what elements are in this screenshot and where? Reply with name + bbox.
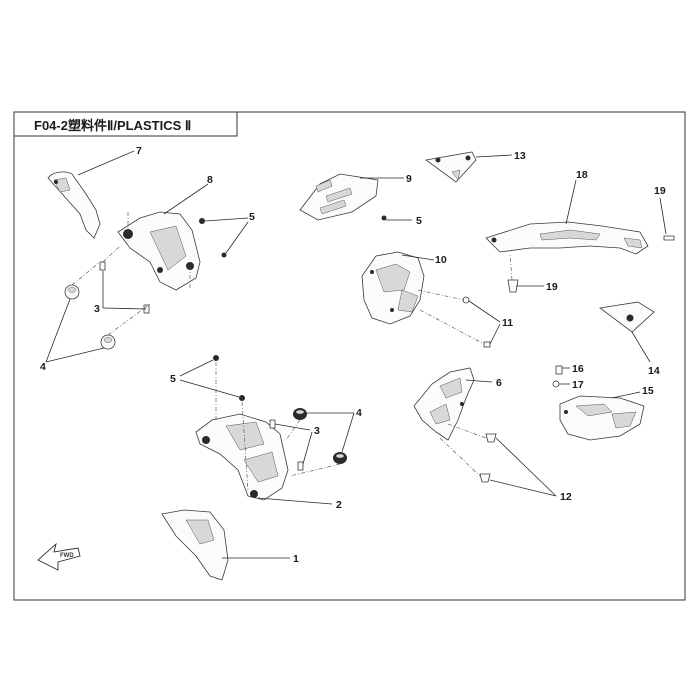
part-7-bracket: [47, 171, 101, 239]
callout-16: 16: [572, 363, 584, 375]
callout-1: 1: [293, 553, 299, 565]
part-8-side-panel: [117, 211, 201, 291]
part-15-cover: [559, 395, 645, 441]
callout-4-upper: 4: [40, 361, 46, 373]
callout-17: 17: [572, 379, 584, 391]
grommet-4-lower: [293, 408, 347, 464]
screw-12a: [485, 433, 497, 443]
grommet-4-upper: [64, 284, 116, 350]
callout-2: 2: [336, 499, 342, 511]
callout-14: 14: [648, 365, 660, 377]
callout-9: 9: [406, 173, 412, 185]
part-2-lower-panel: [195, 413, 289, 501]
callout-19-lower: 19: [546, 281, 558, 293]
fwd-arrow-icon: FWD: [37, 542, 81, 571]
fastener-5d: [213, 355, 219, 361]
part-14-plate: [599, 301, 655, 333]
screw-19-right: [663, 235, 675, 241]
part-13-cover: [425, 151, 477, 183]
callout-7: 7: [136, 145, 142, 157]
diagram-frame: [13, 111, 686, 601]
callout-12: 12: [560, 491, 572, 503]
diagram-title: F04-2塑料件Ⅱ/PLASTICS Ⅱ: [34, 118, 191, 133]
callout-8: 8: [207, 174, 213, 186]
callout-5-lower: 5: [170, 373, 176, 385]
callout-4-lower: 4: [356, 407, 362, 419]
callout-11: 11: [502, 317, 513, 329]
screw-3-upper: [99, 261, 150, 314]
callout-3-upper: 3: [94, 303, 100, 315]
fastener-11b: [483, 341, 491, 348]
screw-19-lower: [507, 279, 519, 293]
part-6-bracket: [413, 367, 475, 441]
callout-6: 6: [496, 377, 502, 389]
fastener-5b: [221, 252, 227, 258]
callout-5-center: 5: [416, 215, 422, 227]
fastener-5e: [239, 395, 245, 401]
callout-13: 13: [514, 150, 526, 162]
washer-17: [552, 380, 560, 388]
fastener-5c: [381, 215, 387, 221]
part-18-long-cover: [485, 221, 649, 255]
part-10-housing: [361, 251, 425, 325]
title-box: [13, 111, 238, 137]
part-9-top-panel: [299, 173, 379, 221]
callout-18: 18: [576, 169, 588, 181]
fwd-label: FWD: [60, 553, 74, 559]
callout-5-upper: 5: [249, 211, 255, 223]
callout-10: 10: [435, 254, 447, 266]
part-1-fender: [161, 509, 229, 581]
callout-3-lower: 3: [314, 425, 320, 437]
callout-19-right: 19: [654, 185, 666, 197]
fastener-5a: [199, 218, 205, 224]
screw-16: [555, 365, 563, 375]
callout-15: 15: [642, 385, 654, 397]
screw-12b: [479, 473, 491, 483]
